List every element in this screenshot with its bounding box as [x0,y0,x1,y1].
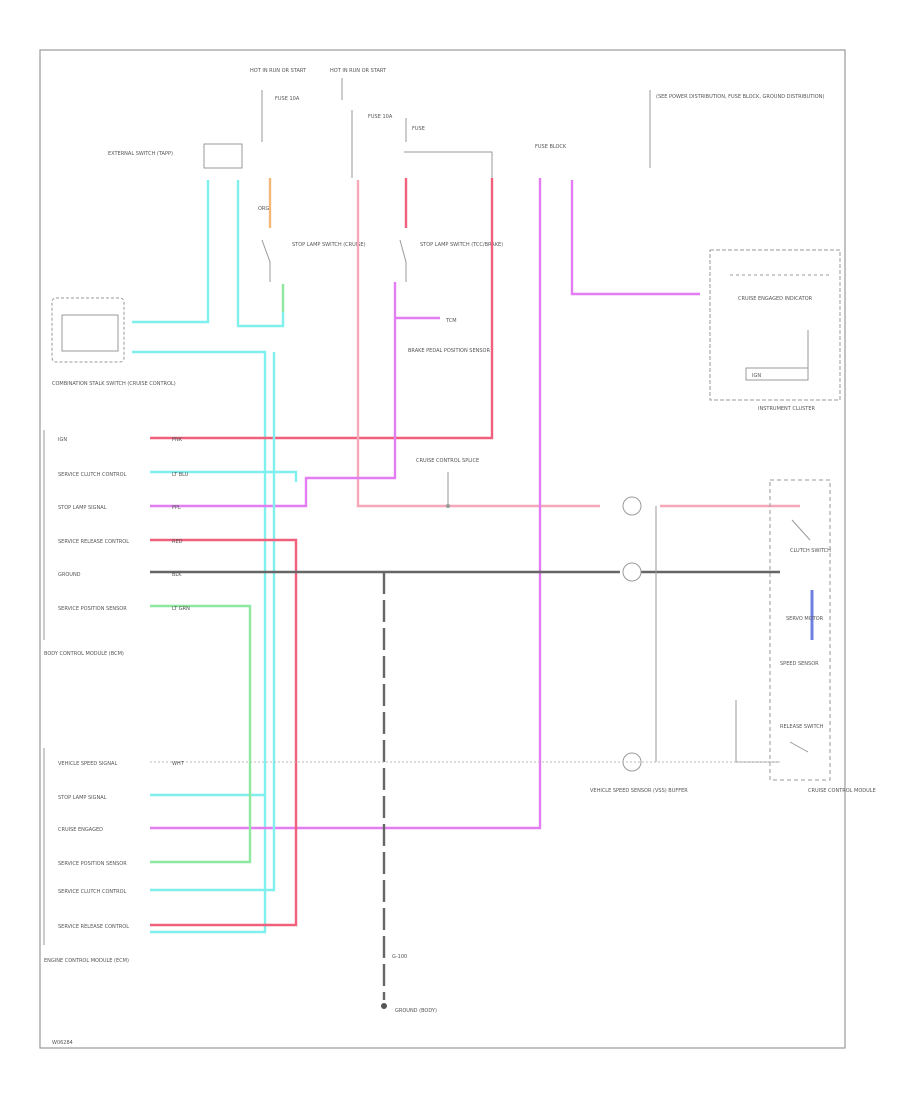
cruise-splice-label: CRUISE CONTROL SPLICE [416,458,479,464]
ecm-conn-release: SERVICE RELEASE CONTROL [58,924,129,930]
wire-tag-org: ORG [258,206,269,212]
conn-position: SERVICE POSITION SENSOR [58,606,127,612]
fuse-feed-left: HOT IN RUN OR START FUSE 10A [250,68,307,142]
ecm-conn-position: SERVICE POSITION SENSOR [58,861,127,867]
fuse-block-label: FUSE BLOCK [535,144,567,150]
ecm-conn-clutch: SERVICE CLUTCH CONTROL [58,889,127,895]
wire-tag-ltgrn: LT GRN [172,606,190,612]
cruise-module-label: CRUISE CONTROL MODULE [808,788,876,794]
conn-clutch: SERVICE CLUTCH CONTROL [58,472,127,478]
indicator-label: CRUISE ENGAGED INDICATOR [738,296,813,302]
fuse-label-right: FUSE 10A [368,114,393,120]
hot-label-left: HOT IN RUN OR START [250,68,307,74]
wire-tag-wht: WHT [172,761,185,767]
conn-ign: IGN [58,437,67,443]
instrument-cluster-label: INSTRUMENT CLUSTER [758,406,816,412]
connector-c2 [622,562,642,582]
ecm-conn-vss: VEHICLE SPEED SIGNAL [58,761,117,767]
connector-c1 [622,496,642,516]
wire-tag-pnk: PNK [172,437,183,443]
g100-label: G-100 [392,954,407,960]
hot-label-right: HOT IN RUN OR START [330,68,387,74]
fuse-label-left: FUSE 10A [275,96,300,102]
ecm-label: ENGINE CONTROL MODULE (ECM) [44,958,129,964]
fuse-feed-right: HOT IN RUN OR START FUSE 10A FUSE [330,68,425,142]
wire-tag-blk: BLK [172,572,182,578]
ground-point [381,1003,387,1009]
conn-stop: STOP LAMP SIGNAL [58,505,107,511]
cruise-module-box [769,479,831,781]
bcm-label: BODY CONTROL MODULE (BCM) [44,651,124,657]
wire-tag-red: RED [172,539,183,545]
speed-sensor-label: SPEED SENSOR [780,661,819,667]
combination-stalk-label: COMBINATION STALK SWITCH (CRUISE CONTROL… [52,381,176,387]
stop-lamp-left-label: STOP LAMP SWITCH (CRUISE) [292,242,366,248]
combination-stalk-box [51,297,125,363]
conn-ground: GROUND [58,572,81,578]
ecm-conn-cruise: CRUISE ENGAGED [58,827,103,833]
wire-tag-ltblu: LT BLU [172,472,189,478]
fuse-block-note: (SEE POWER DISTRIBUTION, FUSE BLOCK, GRO… [656,94,824,100]
servo-motor-label: SERVO MOTOR [786,616,824,622]
external-switch-box [203,143,243,169]
ecm-conn-stop: STOP LAMP SIGNAL [58,795,107,801]
ground-point-label: GROUND (BODY) [395,1008,437,1014]
stop-lamp-right-label: STOP LAMP SWITCH (TCC/BRAKE) [420,242,503,248]
instrument-cluster-box [709,249,841,401]
external-switch-label: EXTERNAL SWITCH (TAPP) [108,151,173,157]
footer-code: W06284 [52,1040,73,1046]
release-switch-label: RELEASE SWITCH [780,724,824,730]
cluster-ign-label: IGN [752,373,761,379]
wire-tag-ppl: PPL [172,505,181,511]
vss-buffer-label: VEHICLE SPEED SENSOR (VSS) BUFFER [590,788,688,794]
brake-pedal-label: BRAKE PEDAL POSITION SENSOR [408,348,490,354]
diagram-frame [39,49,846,1049]
tcm-label: TCM [445,318,457,324]
clutch-switch-label: CLUTCH SWITCH [790,548,831,554]
fuse-label-brake: FUSE [412,126,425,132]
conn-release: SERVICE RELEASE CONTROL [58,539,129,545]
